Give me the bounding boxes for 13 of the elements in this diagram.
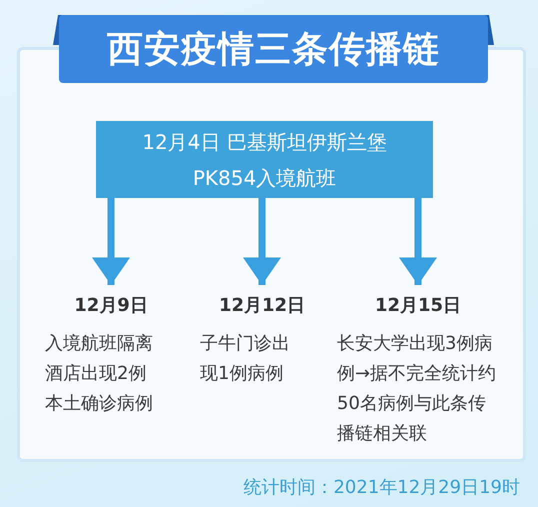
arrow bbox=[92, 198, 130, 285]
title-banner: 西安疫情三条传播链 bbox=[53, 15, 494, 83]
date-heading: 12月12日 bbox=[218, 294, 306, 318]
arrow bbox=[399, 198, 437, 285]
date-heading: 12月15日 bbox=[374, 294, 462, 318]
event-text: 子牛门诊出现1例病例 bbox=[200, 332, 291, 386]
source-text: 12月4日 巴基斯坦伊斯兰堡PK854入境航班 bbox=[141, 128, 388, 192]
date-heading: 12月9日 bbox=[73, 294, 149, 318]
footnote-text: 统计时间：2021年12月29日19时 bbox=[243, 476, 520, 500]
event-text: 长安大学出现3例病例→据不完全统计约50名病例与此条传播链相关联 bbox=[337, 332, 498, 446]
source-box bbox=[96, 121, 433, 198]
arrow bbox=[243, 198, 281, 285]
event-text: 入境航班隔离酒店出现2例本土确诊病例 bbox=[45, 332, 154, 416]
